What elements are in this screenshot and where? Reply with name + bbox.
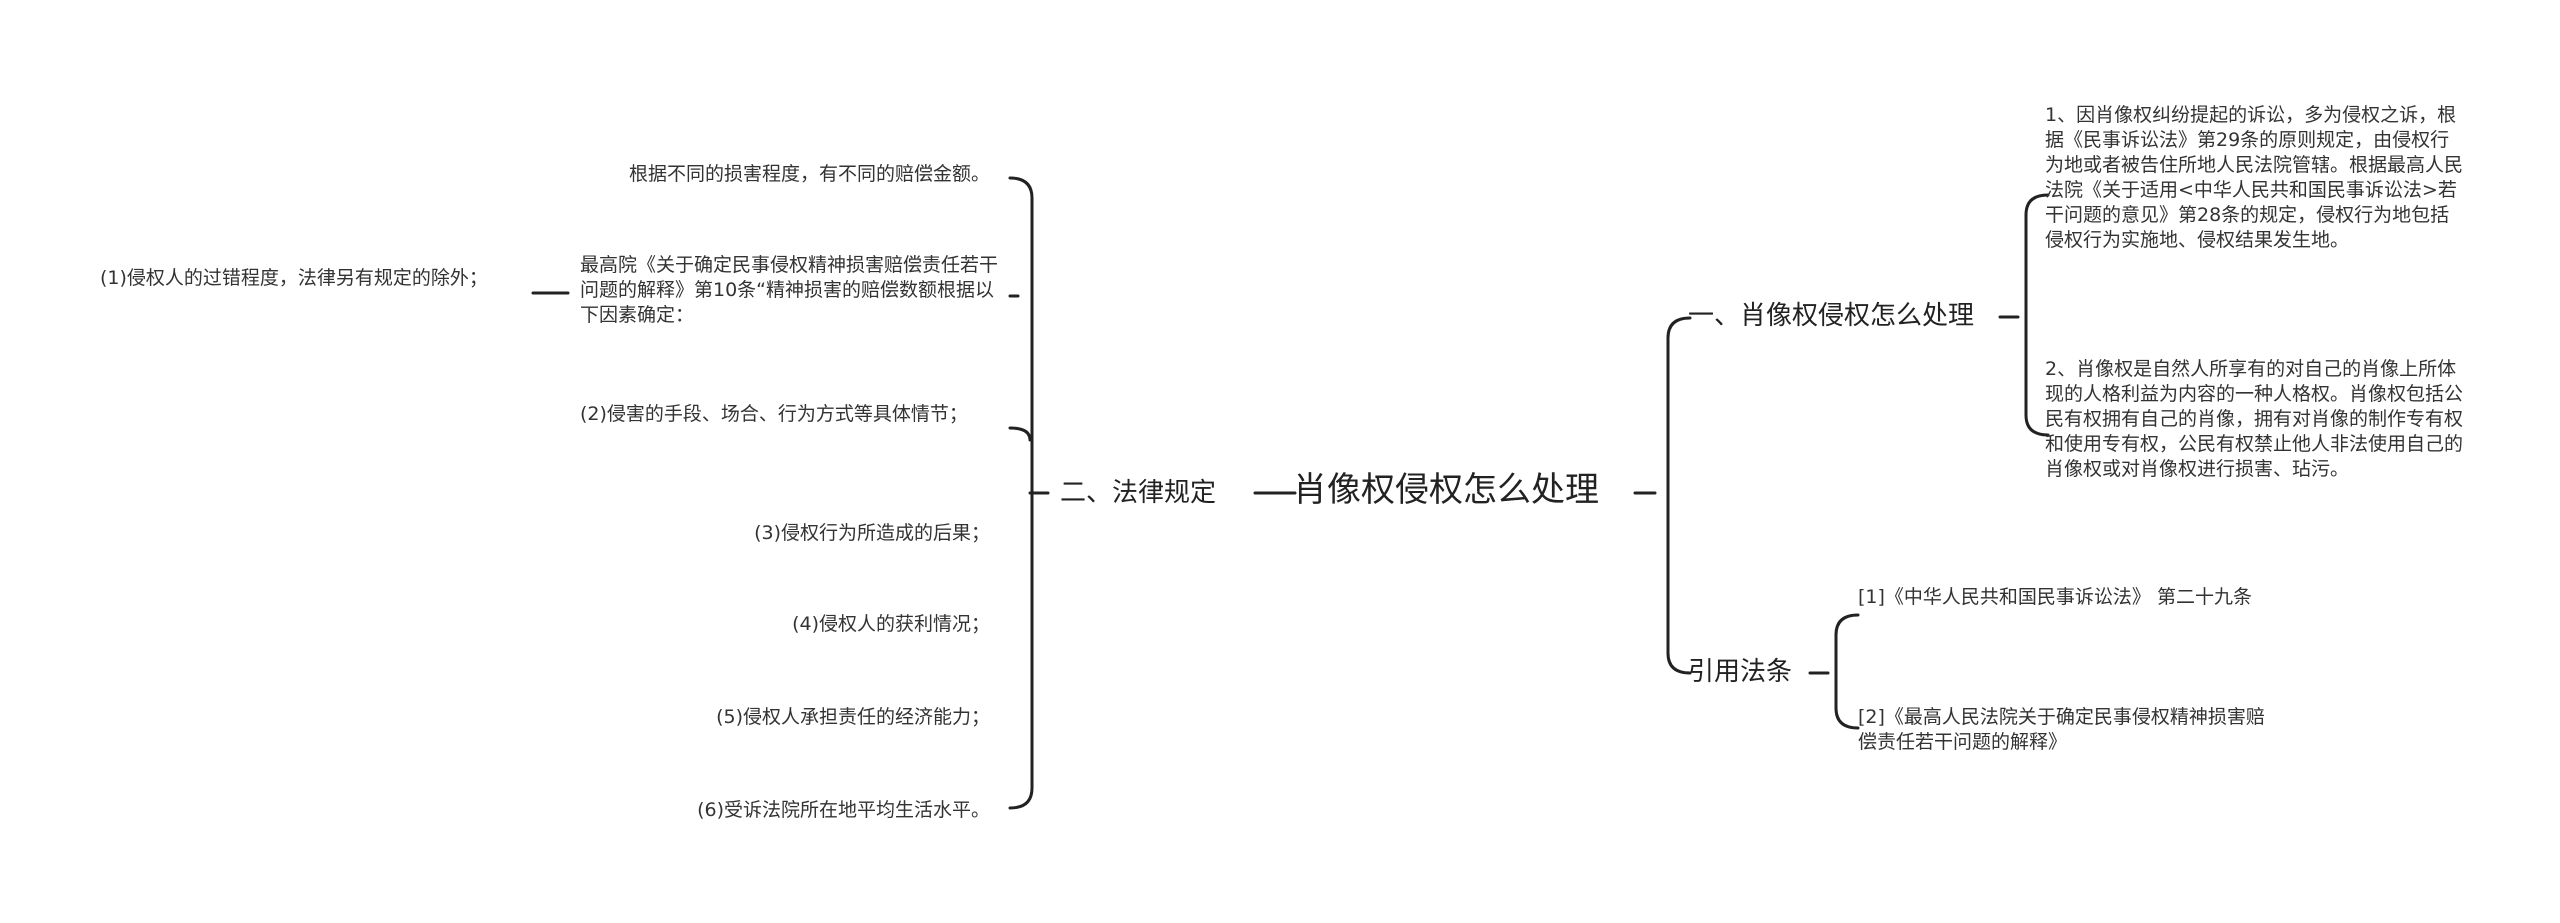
branch-how-to-handle[interactable]: 一、肖像权侵权怎么处理	[1688, 301, 1975, 331]
left-leaf-4[interactable]: (3)侵权行为所造成的后果；	[754, 522, 990, 544]
bracket-root-right	[1666, 316, 1692, 675]
branch-cited-laws[interactable]: 引用法条	[1688, 657, 1793, 687]
left-leaf-5[interactable]: (4)侵权人的获利情况；	[792, 613, 990, 635]
left-leaf-2[interactable]: 最高院《关于确定民事侵权精神损害赔偿责任若干问题的解释》第10条“精神损害的赔偿…	[580, 254, 999, 327]
left-sub-leaf-1[interactable]: (1)侵权人的过错程度，法律另有规定的除外；	[100, 267, 488, 289]
root-node[interactable]: 肖像权侵权怎么处理	[1293, 470, 1599, 510]
bracket-branch2	[1834, 613, 1860, 730]
left-leaf-1[interactable]: 根据不同的损害程度，有不同的赔偿金额。	[628, 163, 990, 185]
bracket-left-branch	[1008, 176, 1034, 810]
branch-legal-provisions[interactable]: 二、法律规定	[1060, 478, 1217, 508]
right1-leaf-1[interactable]: 1、因肖像权纠纷提起的诉讼，多为侵权之诉，根据《民事诉讼法》第29条的原则规定，…	[2045, 104, 2464, 252]
left-leaf-7[interactable]: (6)受诉法院所在地平均生活水平。	[697, 799, 990, 821]
right2-leaf-1[interactable]: [1]《中华人民共和国民事诉讼法》 第二十九条	[1858, 586, 2252, 608]
right2-leaf-2[interactable]: [2]《最高人民法院关于确定民事侵权精神损害赔偿责任若干问题的解释》	[1858, 706, 2265, 754]
bracket-item2-children	[1008, 426, 1032, 442]
bracket-branch1	[2024, 193, 2050, 437]
left-leaf-6[interactable]: (5)侵权人承担责任的经济能力；	[716, 706, 990, 728]
left-leaf-3[interactable]: (2)侵害的手段、场合、行为方式等具体情节；	[580, 403, 968, 425]
right1-leaf-2[interactable]: 2、肖像权是自然人所享有的对自己的肖像上所体现的人格利益为内容的一种人格权。肖像…	[2045, 358, 2464, 481]
